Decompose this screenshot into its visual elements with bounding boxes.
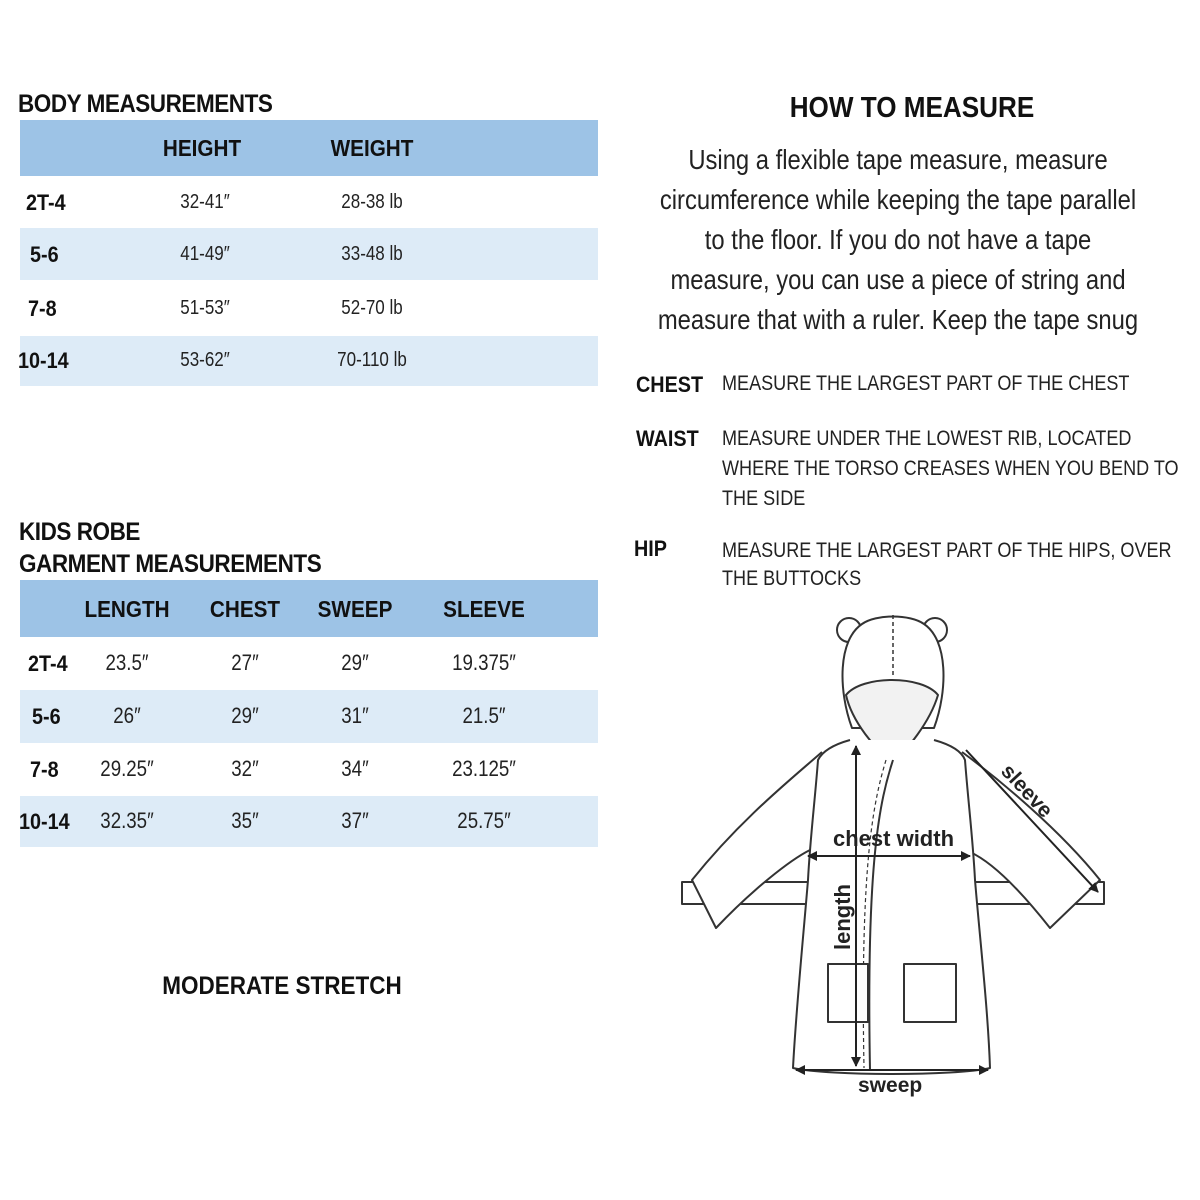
cell-weight: 52-70 lb: [341, 297, 403, 319]
cell-sweep: 34″: [341, 756, 369, 781]
cell-sweep: 31″: [341, 703, 369, 728]
term-hip: HIP: [634, 536, 668, 561]
cell-sleeve: 23.125″: [452, 756, 516, 781]
cell-sleeve: 25.75″: [457, 808, 511, 833]
cell-chest: 27″: [231, 650, 259, 675]
sleeve-arrow: [965, 749, 1099, 893]
label-chest-width: chest width: [833, 826, 954, 851]
cell-height: 51-53″: [180, 297, 230, 319]
header-length: LENGTH: [84, 596, 170, 622]
garment-measurements-table: LENGTH CHEST SWEEP SLEEVE 2T-4 23.5″ 27″…: [19, 580, 598, 848]
row-size: 7-8: [30, 757, 59, 782]
cell-sleeve: 21.5″: [462, 703, 506, 728]
cell-length: 32.35″: [100, 808, 154, 833]
body-measurements-table: HEIGHT WEIGHT 2T-4 32-41″ 28-38 lb 5-6 4…: [18, 120, 598, 390]
cell-height: 53-62″: [180, 349, 230, 371]
garment-title-line2: GARMENT MEASUREMENTS: [19, 550, 322, 578]
definition-line: MEASURE THE LARGEST PART OF THE HIPS, OV…: [722, 539, 1172, 562]
cell-length: 23.5″: [105, 650, 149, 675]
cell-chest: 29″: [231, 703, 259, 728]
label-length: length: [830, 884, 855, 950]
cell-length: 29.25″: [100, 756, 154, 781]
pocket-right: [903, 963, 957, 1023]
table-row: 7-8 29.25″ 32″ 34″ 23.125″: [20, 743, 598, 796]
header-height: HEIGHT: [162, 135, 242, 161]
pocket-left: [827, 963, 869, 1023]
definition-line: MEASURE THE LARGEST PART OF THE CHEST: [722, 372, 1130, 395]
row-size: 10-14: [18, 348, 69, 373]
cell-weight: 70-110 lb: [337, 349, 407, 371]
table-row: 2T-4 32-41″ 28-38 lb: [20, 176, 598, 228]
table-row: 2T-4 23.5″ 27″ 29″ 19.375″: [20, 637, 598, 690]
cell-height: 32-41″: [180, 191, 230, 213]
sleeve-left: [691, 751, 823, 929]
stretch-note: MODERATE STRETCH: [162, 972, 402, 1000]
label-sweep: sweep: [858, 1074, 922, 1097]
cell-sweep: 29″: [341, 650, 369, 675]
table-row: 7-8 51-53″ 52-70 lb: [20, 282, 598, 334]
table-header: HEIGHT WEIGHT: [20, 120, 598, 176]
paragraph-line: measure that with a ruler. Keep the tape…: [657, 304, 1139, 335]
garment-title-line1: KIDS ROBE: [19, 518, 140, 546]
definition-line: THE SIDE: [722, 487, 806, 510]
table-header: LENGTH CHEST SWEEP SLEEVE: [20, 580, 598, 637]
table-row: 5-6 41-49″ 33-48 lb: [20, 228, 598, 280]
row-size: 5-6: [32, 704, 61, 729]
cell-sleeve: 19.375″: [452, 650, 516, 675]
definition-line: MEASURE UNDER THE LOWEST RIB, LOCATED: [722, 427, 1132, 450]
header-sleeve: SLEEVE: [443, 596, 525, 622]
row-size: 2T-4: [28, 651, 68, 676]
how-to-measure-title: HOW TO MEASURE: [789, 92, 1035, 124]
robe-body: [792, 739, 991, 1075]
cell-chest: 35″: [231, 808, 259, 833]
header-sweep: SWEEP: [317, 596, 393, 622]
paragraph-line: to the floor. If you do not have a tape: [704, 224, 1092, 255]
definition-line: THE BUTTOCKS: [722, 567, 862, 590]
definition-line: WHERE THE TORSO CREASES WHEN YOU BEND TO: [722, 457, 1179, 480]
paragraph-line: Using a flexible tape measure, measure: [688, 144, 1108, 175]
cell-height: 41-49″: [180, 243, 230, 265]
header-chest: CHEST: [209, 596, 281, 622]
cell-chest: 32″: [231, 756, 259, 781]
robe-diagram: sleeve chest width length sweep: [681, 615, 1105, 1097]
term-chest: CHEST: [636, 372, 704, 397]
table-row: 10-14 32.35″ 35″ 37″ 25.75″: [19, 796, 598, 847]
sleeve-right: [961, 751, 1101, 929]
table-row: 10-14 53-62″ 70-110 lb: [18, 336, 598, 386]
paragraph-line: measure, you can use a piece of string a…: [670, 264, 1126, 295]
paragraph-line: circumference while keeping the tape par…: [659, 184, 1137, 215]
row-size: 2T-4: [26, 190, 66, 215]
row-size: 10-14: [19, 809, 70, 834]
cell-length: 26″: [113, 703, 141, 728]
table-row: 5-6 26″ 29″ 31″ 21.5″: [20, 690, 598, 743]
cell-sweep: 37″: [341, 808, 369, 833]
row-size: 7-8: [28, 296, 57, 321]
term-waist: WAIST: [636, 426, 699, 451]
cell-weight: 28-38 lb: [341, 191, 403, 213]
hood-opening: [845, 679, 939, 763]
body-measurements-title: BODY MEASUREMENTS: [18, 90, 273, 118]
cell-weight: 33-48 lb: [341, 243, 403, 265]
row-size: 5-6: [30, 242, 59, 267]
header-weight: WEIGHT: [330, 135, 414, 161]
